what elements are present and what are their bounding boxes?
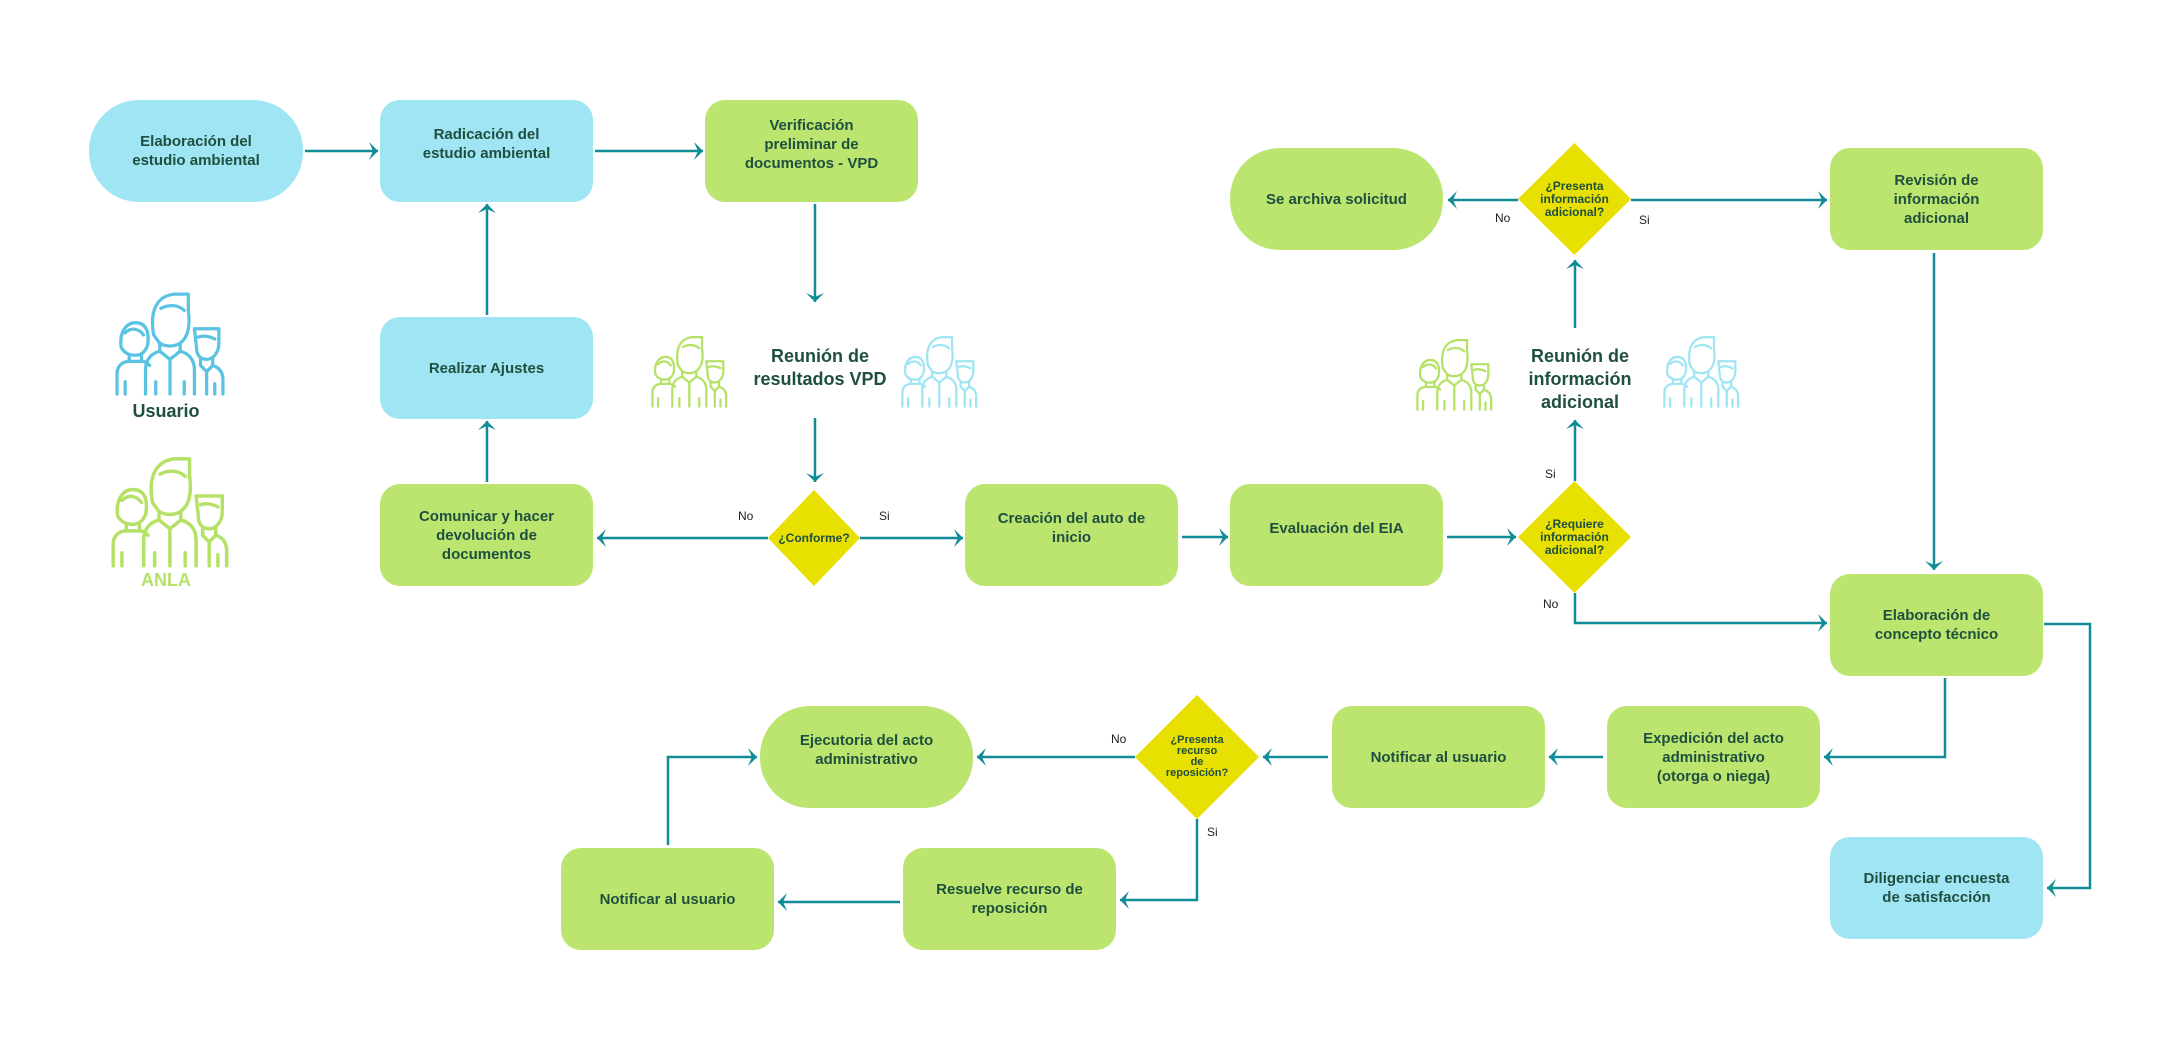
node-radicacion-estudio[interactable]: Radicación del estudio ambiental: [380, 100, 593, 202]
arrowhead-icon: [1549, 748, 1558, 766]
edge-notificar-to-ejecutoria: [666, 755, 757, 845]
arrowhead-icon: [2047, 879, 2056, 897]
arrowhead-icon: [1448, 191, 1457, 209]
decision-conforme-text: ¿Conforme?: [778, 530, 850, 545]
decision-conforme[interactable]: ¿Conforme?: [768, 490, 860, 586]
node-realizar-ajustes[interactable]: Realizar Ajustes: [380, 317, 593, 419]
decision-presenta-info-text: ¿Presenta información adicional?: [1540, 178, 1609, 219]
branch-label-no: No: [1495, 211, 1511, 225]
node-comunicar-devolucion[interactable]: Comunicar y hacer devolución de document…: [380, 484, 593, 586]
usuario-people-icon: [96, 284, 246, 396]
node-revision-info[interactable]: Revisión de información adicional: [1830, 148, 2043, 250]
arrowhead-icon: [1818, 191, 1827, 209]
arrowhead-icon: [1566, 260, 1584, 269]
edge-presenta-recurso-si-to-resuelve: [1120, 819, 1199, 902]
decision-requiere-info-text: ¿Requiere información adicional?: [1540, 516, 1609, 557]
branch-label-no: No: [738, 509, 754, 523]
legend-anla-label: ANLA: [141, 570, 191, 590]
arrowhead-icon: [1120, 891, 1129, 909]
arrowhead-icon: [806, 293, 824, 302]
arrowhead-icon: [1818, 614, 1827, 632]
branch-label-yes: Si: [1207, 825, 1218, 839]
decision-presenta-recurso-text: ¿Presenta recurso de reposición?: [1165, 734, 1229, 779]
node-notificar-usuario-1[interactable]: Notificar al usuario: [1332, 706, 1545, 808]
arrowhead-icon: [954, 529, 963, 547]
branch-label-yes: Si: [1639, 213, 1650, 227]
arrowhead-icon: [778, 893, 787, 911]
node-creacion-auto[interactable]: Creación del auto de inicio: [965, 484, 1178, 586]
arrowhead-icon: [977, 748, 986, 766]
arrowhead-icon: [597, 529, 606, 547]
node-se-archiva[interactable]: Se archiva solicitud: [1230, 148, 1443, 250]
arrowhead-icon: [806, 473, 824, 482]
arrowhead-icon: [1219, 528, 1228, 546]
branch-label-yes: Si: [879, 509, 890, 523]
node-elaboracion-concepto[interactable]: Elaboración de concepto técnico: [1830, 574, 2043, 676]
arrowhead-icon: [369, 142, 378, 160]
edge-concepto-to-expedicion: [1824, 678, 1947, 759]
node-verificacion-vpd[interactable]: Verificación preliminar de documentos - …: [705, 100, 918, 202]
arrowhead-icon: [748, 748, 757, 766]
meeting-resultados-vpd: Reunión de resultados VPD: [753, 346, 887, 389]
anla-people-icon: [92, 448, 250, 568]
branch-label-no: No: [1543, 597, 1559, 611]
arrowhead-icon: [478, 204, 496, 213]
node-expedicion-acto[interactable]: Expedición del acto administrativo (otor…: [1607, 706, 1820, 808]
arrowhead-icon: [1507, 528, 1516, 546]
arrowhead-icon: [1263, 748, 1272, 766]
decision-requiere-info[interactable]: ¿Requiere información adicional?: [1518, 481, 1631, 593]
node-evaluacion-eia[interactable]: Evaluación del EIA: [1230, 484, 1443, 586]
usuario-meeting-icon: [890, 330, 990, 408]
arrowhead-icon: [1925, 561, 1943, 570]
node-resuelve-recurso[interactable]: Resuelve recurso de reposición: [903, 848, 1116, 950]
anla-meeting-icon: [1405, 333, 1505, 411]
node-ejecutoria-acto[interactable]: Ejecutoria del acto administrativo: [760, 706, 973, 808]
edge-requiere-no-to-concepto: [1573, 593, 1827, 625]
edge-concepto-to-encuesta: [2044, 622, 2092, 890]
decision-presenta-recurso[interactable]: ¿Presenta recurso de reposición?: [1135, 695, 1259, 819]
arrowhead-icon: [1566, 420, 1584, 429]
usuario-meeting-icon: [1652, 330, 1752, 408]
arrowhead-icon: [478, 421, 496, 430]
arrowhead-icon: [1824, 748, 1833, 766]
node-elaboracion-estudio[interactable]: Elaboración del estudio ambiental: [89, 100, 303, 202]
decision-presenta-info[interactable]: ¿Presenta información adicional?: [1518, 143, 1631, 255]
meeting-info-adicional: Reunión de información adicional: [1528, 346, 1632, 412]
node-notificar-usuario-2[interactable]: Notificar al usuario: [561, 848, 774, 950]
anla-meeting-icon: [640, 330, 740, 408]
arrowhead-icon: [694, 142, 703, 160]
node-diligenciar-encuesta[interactable]: Diligenciar encuesta de satisfacción: [1830, 837, 2043, 939]
branch-label-no: No: [1111, 732, 1127, 746]
legend-usuario-label: Usuario: [132, 401, 200, 421]
branch-label-yes: Si: [1545, 467, 1556, 481]
